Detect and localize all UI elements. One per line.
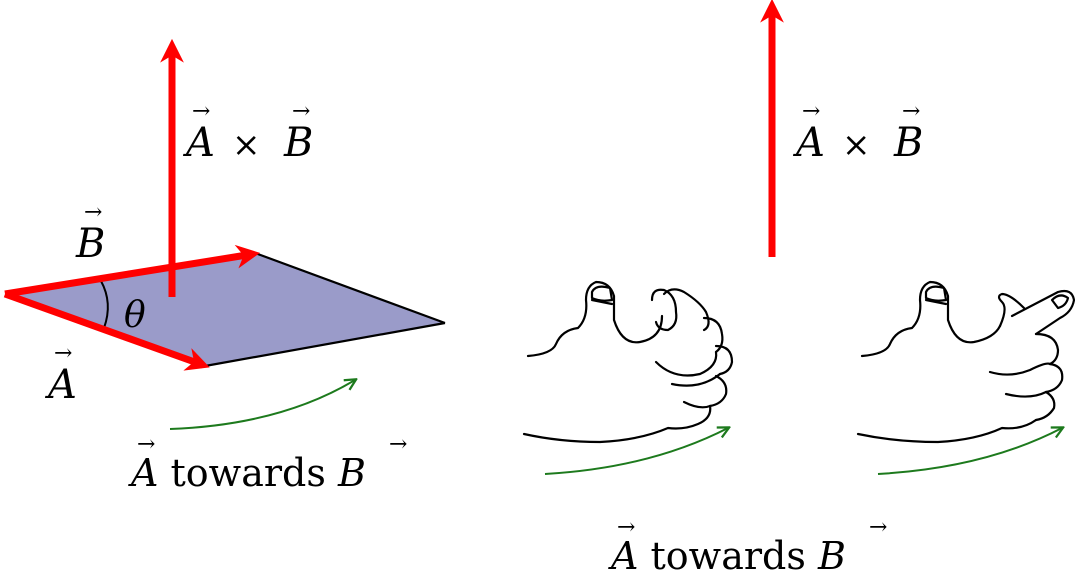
- angle-theta-label: θ: [124, 295, 146, 336]
- plane-edge-back: [254, 251, 446, 325]
- angle-arc: [100, 280, 109, 329]
- right-figure: A → × B →: [522, 0, 1075, 578]
- cross-b-letter: B: [893, 120, 923, 166]
- vector-hat-icon: →: [802, 99, 820, 124]
- vector-hat-icon: →: [292, 99, 310, 124]
- vector-b-arrow: [4, 244, 261, 298]
- vector-hat-icon: →: [389, 432, 407, 457]
- caption-b: B: [817, 534, 846, 578]
- rotation-arc-right-1: [544, 428, 728, 475]
- cross-product-label-right: A → × B →: [792, 99, 923, 166]
- cross-product-label-left: A → × B →: [182, 99, 313, 166]
- caption-line-right: A towards B: [608, 534, 846, 578]
- rotation-arc-right-2: [877, 428, 1062, 475]
- vector-hat-icon: →: [137, 432, 155, 457]
- caption-towards: towards: [158, 451, 337, 495]
- vector-hat-icon: →: [84, 200, 102, 225]
- vector-hat-icon: →: [192, 99, 210, 124]
- vector-hat-icon: →: [869, 515, 887, 540]
- rotation-caption-left: A towards B → →: [128, 432, 407, 495]
- left-figure: A → × B → B → θ A → A towards B → →: [3, 38, 446, 495]
- caption-towards: towards: [638, 534, 817, 578]
- vector-b-label: B →: [75, 200, 105, 267]
- cross-a-letter: A: [182, 120, 215, 166]
- times-symbol: ×: [842, 125, 871, 165]
- rotation-arc-left: [169, 380, 355, 430]
- vector-hat-icon: →: [617, 515, 635, 540]
- parallelogram-plane: [5, 253, 445, 366]
- caption-line-left: A towards B: [128, 451, 366, 495]
- rotation-caption-right: A towards B → →: [608, 515, 887, 578]
- plane-edge-front: [204, 321, 446, 368]
- cross-a-letter: A: [792, 120, 825, 166]
- vector-a-arrow: [3, 290, 210, 371]
- vector-a-letter: A: [44, 362, 77, 408]
- caption-a: A: [128, 451, 158, 495]
- times-symbol: ×: [232, 125, 261, 165]
- caption-a: A: [608, 534, 638, 578]
- right-hand-pointing-icon: [856, 280, 1075, 444]
- vector-a-label: A →: [44, 341, 77, 408]
- vector-hat-icon: →: [902, 99, 920, 124]
- right-hand-curled-icon: [522, 280, 734, 444]
- vector-hat-icon: →: [54, 341, 72, 366]
- vector-b-letter: B: [75, 221, 105, 267]
- caption-b: B: [337, 451, 366, 495]
- cross-b-letter: B: [283, 120, 313, 166]
